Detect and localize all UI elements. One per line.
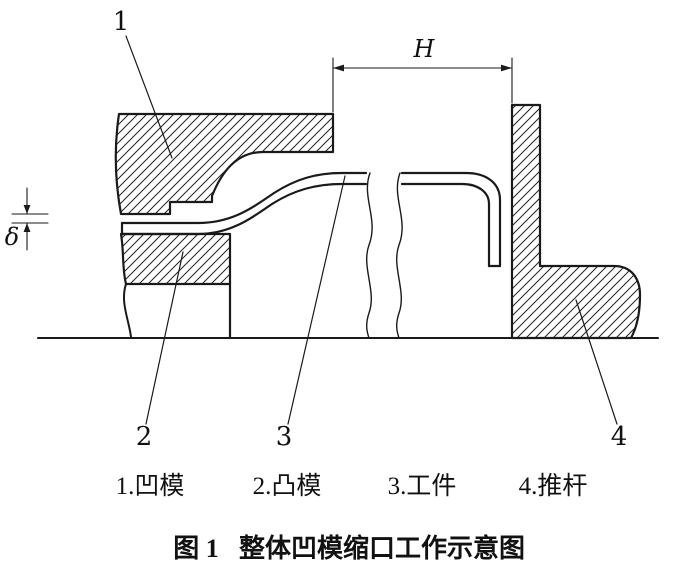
h-dimension xyxy=(332,57,513,113)
part-number-3: 3 xyxy=(276,422,293,452)
h-arrow-left xyxy=(333,64,344,72)
figure-number: 图 1 xyxy=(173,534,219,563)
caption: 1.凹模 2.凸模 3.工件 4.推杆 xyxy=(116,472,588,500)
leader-line-2 xyxy=(145,251,184,425)
punch-section xyxy=(119,232,232,286)
workpiece-outer-wall xyxy=(120,171,502,268)
delta-arrow-up xyxy=(23,223,31,232)
leader-line-4 xyxy=(575,299,618,425)
part-number-4: 4 xyxy=(611,422,628,452)
figure-title-text: 整体凹模缩口工作示意图 xyxy=(239,533,525,563)
delta-dimension xyxy=(11,187,49,251)
caption-item-2: 2.凸模 xyxy=(253,472,322,500)
caption-item-3: 3.工件 xyxy=(388,472,457,500)
delta-dimension-label: δ xyxy=(5,223,19,251)
pushrod-section xyxy=(510,103,642,340)
die-section xyxy=(114,112,335,216)
leader-line-1 xyxy=(125,35,173,159)
h-arrow-right xyxy=(501,64,512,72)
view-break-lines xyxy=(365,172,403,339)
part-number-1: 1 xyxy=(113,7,130,37)
workpiece-inner-wall xyxy=(120,182,491,268)
h-dimension-label: H xyxy=(413,35,436,63)
caption-item-1: 1.凹模 xyxy=(116,472,185,500)
workpiece-end-caps xyxy=(120,221,502,268)
delta-extension-lines xyxy=(11,213,49,224)
figure-title: 图 1 整体凹模缩口工作示意图 xyxy=(173,533,525,563)
punch-lower-break-edge xyxy=(122,283,132,338)
delta-arrow-down xyxy=(23,205,31,214)
diagram-linework xyxy=(11,35,659,425)
leader-line-3 xyxy=(287,175,346,425)
caption-item-4: 4.推杆 xyxy=(519,472,588,500)
part-number-2: 2 xyxy=(136,422,153,452)
